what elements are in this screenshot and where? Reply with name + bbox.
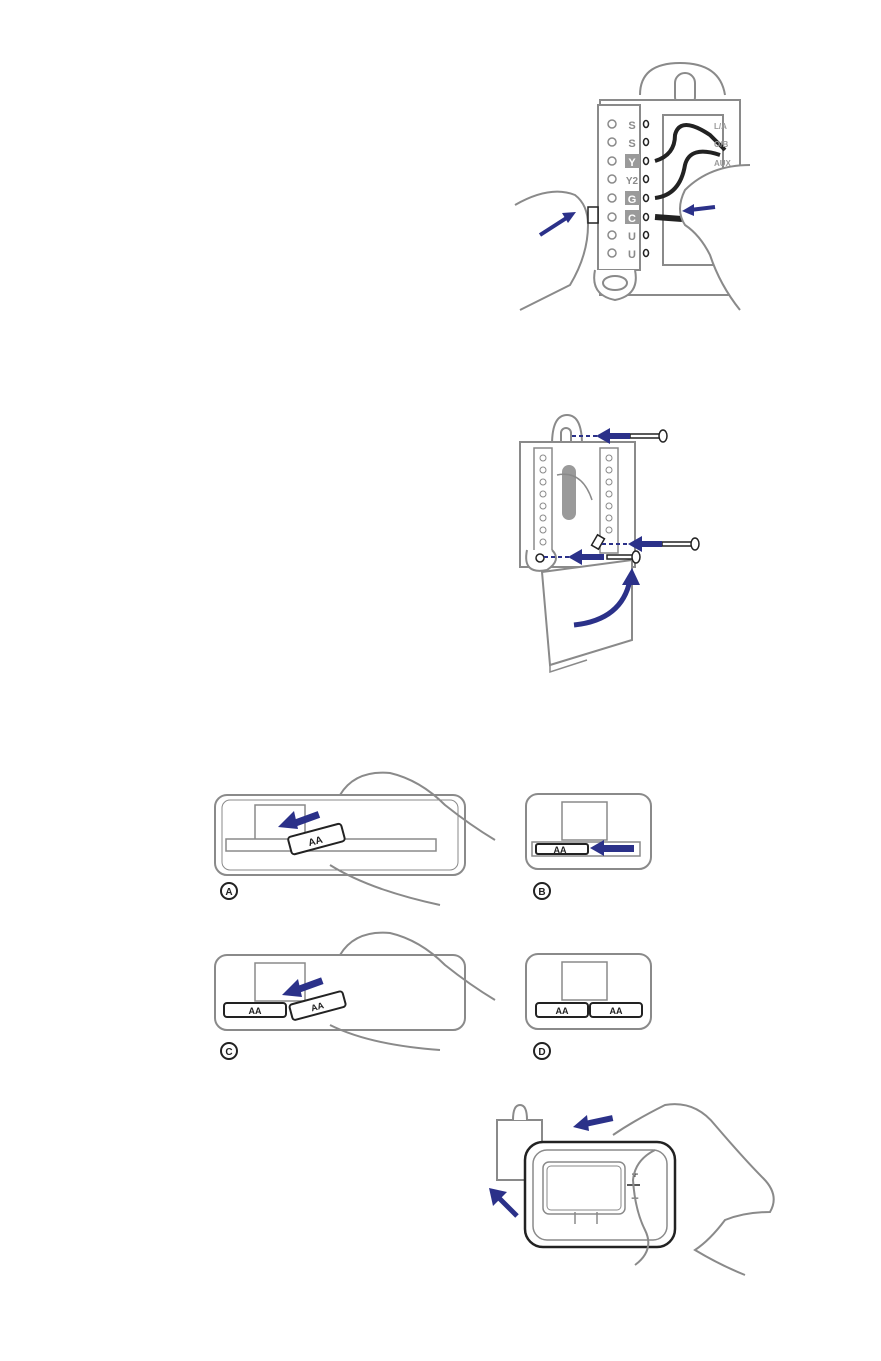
terminal-label: S	[628, 120, 635, 132]
arrow-icon	[573, 1115, 589, 1131]
terminal-label: U	[628, 249, 636, 261]
battery-label: AA	[556, 1006, 569, 1016]
step-label: B	[538, 887, 545, 898]
left-hand	[515, 192, 588, 310]
battery-label: AA	[249, 1006, 262, 1016]
attach-figure: + –	[485, 1100, 785, 1280]
battery-panel-d: AA AA D	[522, 950, 672, 1065]
terminal-label: Y2	[626, 176, 639, 187]
battery-panel-b: AA B	[522, 790, 672, 910]
step-label: C	[225, 1047, 232, 1058]
battery-panel-a: AA A	[210, 765, 500, 910]
battery-label: AA	[554, 845, 567, 855]
wiring-figure: S S Y Y2 G C U U L/A O/B AUX	[510, 55, 750, 320]
terminal-label: O/B	[714, 140, 728, 149]
step-label: D	[538, 1047, 545, 1058]
terminal-label: U	[628, 231, 636, 243]
terminal-label: S	[628, 138, 635, 150]
terminal-label: Y	[628, 157, 636, 169]
step-label: A	[225, 887, 232, 898]
battery-panel-c: AA AA C	[210, 925, 500, 1065]
terminal-label: L/A	[714, 122, 727, 131]
battery-label: AA	[610, 1006, 623, 1016]
mounting-figure	[512, 410, 712, 680]
terminal-label: G	[628, 194, 637, 206]
terminal-label: C	[628, 213, 636, 225]
wire-c	[655, 217, 682, 219]
